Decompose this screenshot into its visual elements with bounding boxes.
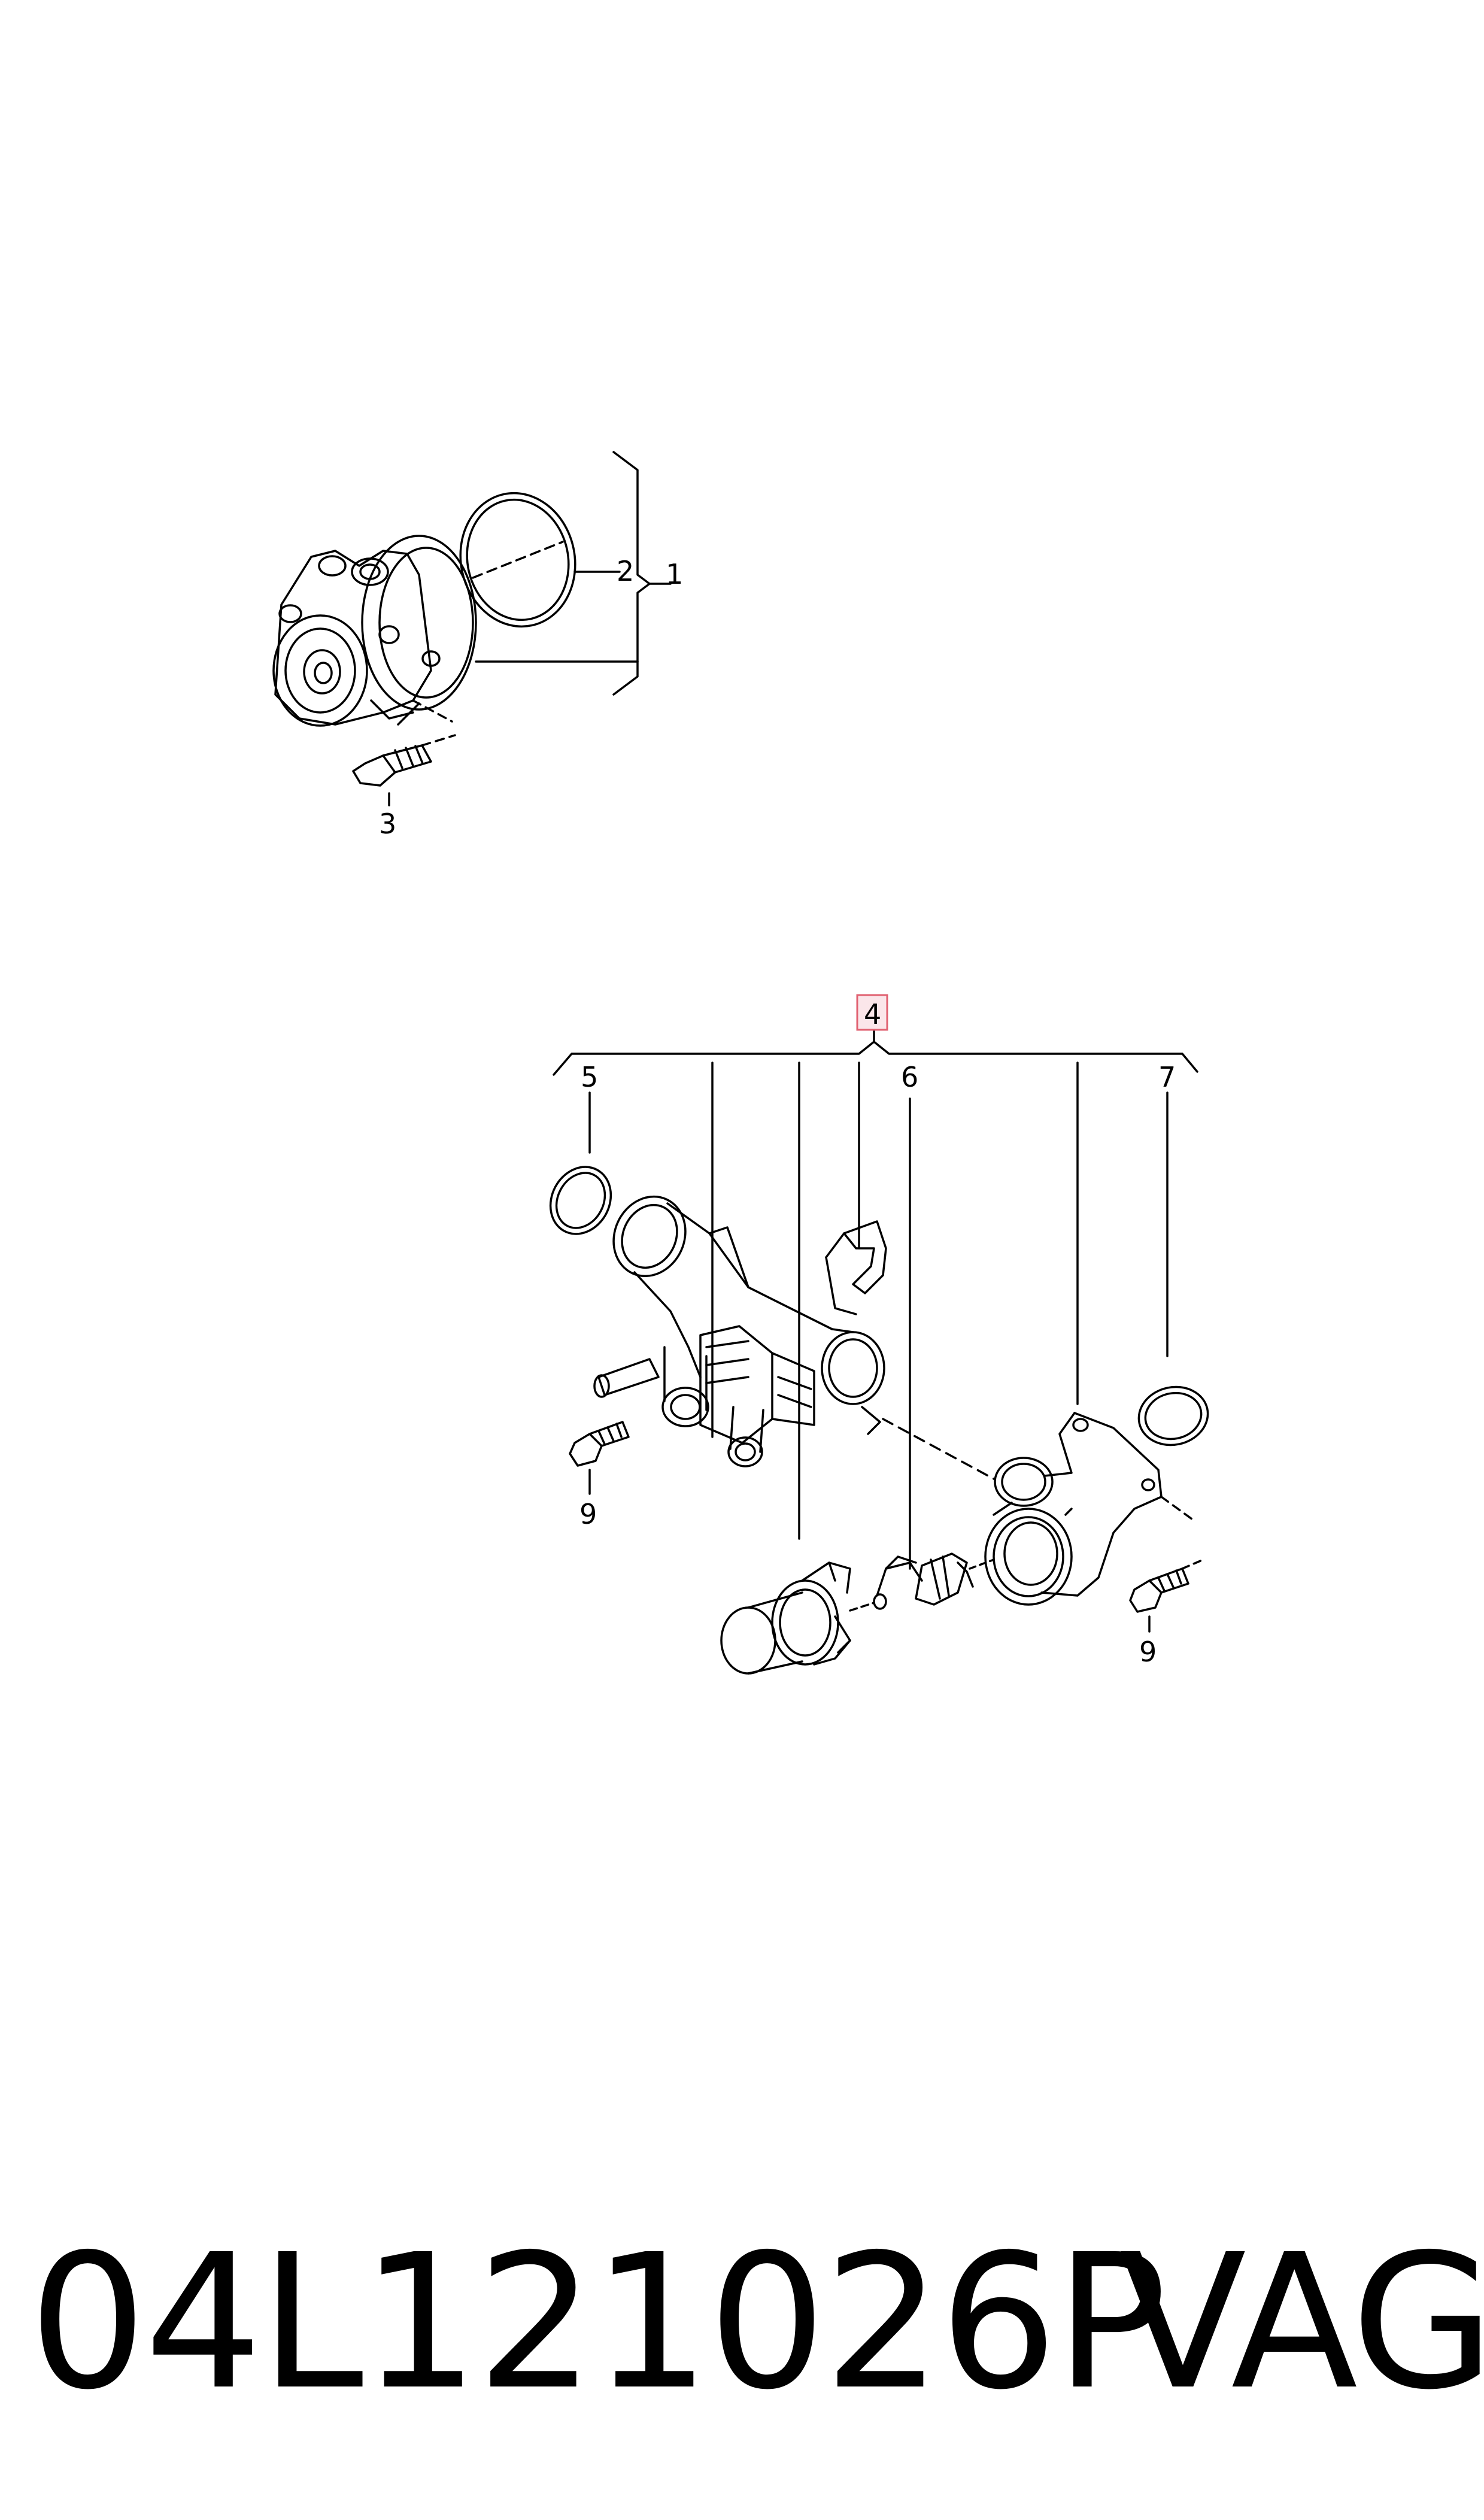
callout-7: 7: [1158, 1061, 1176, 1093]
bolt-3: [352, 734, 456, 787]
o-ring-2: [459, 492, 576, 628]
callout-6: 6: [901, 1061, 918, 1093]
callout-2: 2: [617, 555, 634, 587]
highlight-box-4: [856, 994, 888, 1031]
group-bracket-1: [475, 451, 672, 696]
bolt-9-left: [569, 1421, 630, 1495]
o-ring-5: [549, 1166, 612, 1235]
callout-4: 4: [864, 998, 881, 1030]
callout-3: 3: [379, 808, 396, 840]
callout-9-right: 9: [1139, 1636, 1157, 1668]
part-number: 04L121026P: [29, 2215, 1167, 2431]
o-ring-7: [1137, 1385, 1209, 1447]
callout-1: 1: [666, 558, 683, 590]
outlet-connector: [984, 1412, 1195, 1606]
coolant-flange: [720, 1561, 851, 1675]
bolt-9-right: [1129, 1558, 1204, 1633]
callout-5: 5: [581, 1061, 598, 1093]
brand-name: VAG: [1119, 2215, 1484, 2431]
water-pump-assembly: [272, 535, 477, 727]
thermostat-housing: [593, 1195, 995, 1480]
footer: 04L121026P VAG: [0, 2227, 1484, 2419]
group-bracket-4: [553, 1017, 1198, 1570]
thermostat-6: [849, 1552, 995, 1612]
callout-9-left: 9: [579, 1498, 597, 1530]
retaining-clip: [825, 1220, 887, 1315]
